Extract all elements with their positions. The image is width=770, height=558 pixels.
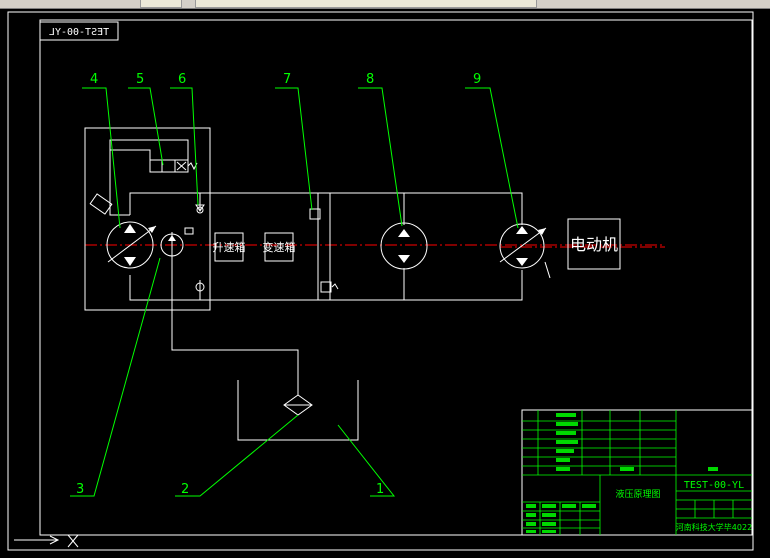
callout-9: 9 bbox=[473, 72, 481, 87]
hydraulic-circuit bbox=[109, 139, 523, 395]
electric-motor: 电动机 bbox=[567, 218, 621, 270]
directional-valve-5 bbox=[149, 159, 198, 173]
relief-valve-7 bbox=[309, 208, 339, 293]
school-name: 河南科技大学毕4022 bbox=[676, 522, 752, 532]
drawing-code: TEST-00-YL bbox=[684, 480, 744, 491]
window-top-strip bbox=[0, 0, 770, 9]
cad-drawing-canvas[interactable]: TEST-00-YL bbox=[0, 8, 770, 558]
toolbar-field[interactable] bbox=[195, 0, 537, 8]
pump-group-housing bbox=[84, 127, 211, 311]
callout-2: 2 bbox=[181, 482, 189, 497]
ucs-icon bbox=[14, 534, 79, 548]
callout-7: 7 bbox=[283, 72, 291, 87]
variable-pump-4 bbox=[89, 193, 157, 269]
sheet-outer-border bbox=[7, 11, 754, 551]
variable-pump-9 bbox=[499, 223, 551, 279]
callout-3: 3 bbox=[76, 482, 84, 497]
charge-pump bbox=[160, 233, 184, 257]
top-code-box: TEST-00-YL bbox=[39, 21, 119, 41]
leader-lines bbox=[70, 87, 519, 497]
callout-5: 5 bbox=[136, 72, 144, 87]
callout-6: 6 bbox=[178, 72, 186, 87]
speed-box-label: 变速箱 bbox=[263, 240, 296, 254]
variable-gearbox: 变速箱 bbox=[263, 232, 296, 262]
hydraulic-motor-8 bbox=[380, 222, 428, 270]
title-block: 液压原理图 TEST-00-YL 河南科技大学毕4022 bbox=[521, 409, 753, 536]
reducer-label: 升速箱 bbox=[213, 240, 246, 254]
drawing-frame bbox=[39, 19, 753, 536]
callout-numbers: 4 5 6 7 8 9 3 2 1 bbox=[76, 72, 481, 497]
drawing-title: 液压原理图 bbox=[615, 488, 660, 500]
check-valve-6 bbox=[184, 204, 205, 292]
toolbar-tab[interactable] bbox=[140, 0, 182, 8]
motor-label: 电动机 bbox=[570, 235, 618, 254]
callout-4: 4 bbox=[90, 72, 98, 87]
speed-up-gearbox: 升速箱 bbox=[213, 232, 246, 262]
callout-1: 1 bbox=[376, 482, 384, 497]
callout-8: 8 bbox=[366, 72, 374, 87]
top-code-text: TEST-00-YL bbox=[49, 27, 109, 38]
